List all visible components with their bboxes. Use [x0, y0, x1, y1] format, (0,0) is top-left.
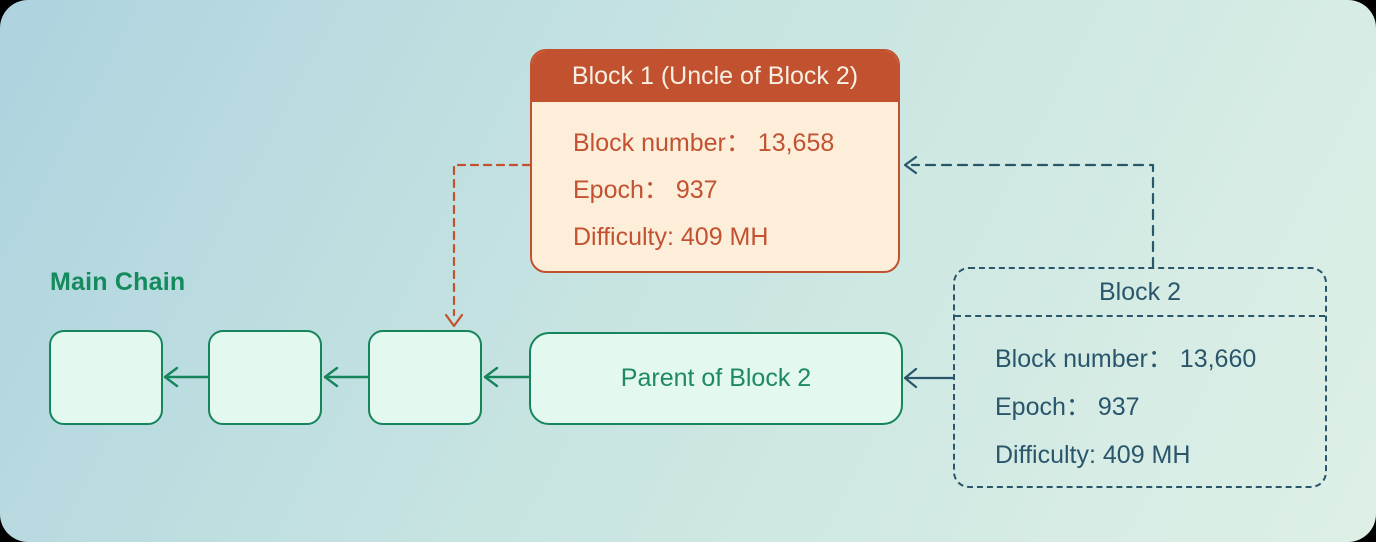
parent-of-block2-label: Parent of Block 2	[620, 364, 812, 392]
block2-to-parent-arrow-head	[903, 367, 918, 389]
main-chain-label: Main Chain	[50, 268, 186, 296]
chain-arrow-head	[163, 366, 179, 388]
block1-difficulty: Difficulty: 409 MH	[573, 223, 769, 251]
chain-block-uncle-target	[368, 330, 482, 425]
block1-card: Block 1 (Uncle of Block 2) Block number：…	[530, 49, 900, 273]
chain-arrow-head	[323, 366, 339, 388]
block2-block-number: Block number： 13,660	[995, 345, 1257, 373]
block1-epoch: Epoch： 937	[573, 176, 718, 204]
block2-title: Block 2	[955, 269, 1325, 317]
block2-to-block1-dashed-line	[910, 163, 1155, 269]
block2-difficulty: Difficulty: 409 MH	[995, 441, 1191, 469]
block1-to-chain-dashed-line	[452, 163, 532, 317]
block2-details: Block number： 13,660 Epoch： 937 Difficul…	[955, 317, 1325, 479]
block1-title: Block 1 (Uncle of Block 2)	[532, 51, 898, 102]
block2-to-block1-arrow-head	[903, 155, 918, 175]
chain-arrow-head	[483, 366, 499, 388]
block2-to-parent-arrow	[903, 367, 955, 389]
block2-to-block1-dashed-arrow	[903, 155, 1155, 269]
block2-epoch: Epoch： 937	[995, 393, 1140, 421]
chain-block-middle	[208, 330, 322, 425]
block1-to-chain-arrow-head	[444, 313, 464, 328]
block1-block-number: Block number： 13,658	[573, 129, 835, 157]
parent-of-block2-block: Parent of Block 2	[529, 332, 903, 425]
block1-details: Block number： 13,658 Epoch： 937 Difficul…	[532, 102, 898, 261]
block1-to-chain-dashed-arrow	[444, 163, 532, 328]
block2-card: Block 2 Block number： 13,660 Epoch： 937 …	[953, 267, 1327, 488]
chain-block-oldest	[49, 330, 163, 425]
